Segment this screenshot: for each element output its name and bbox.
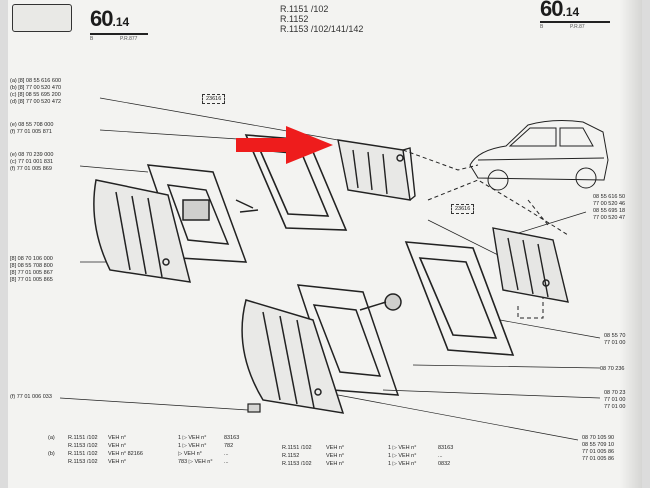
ref-tag-upper: 23616 bbox=[202, 94, 226, 104]
refs-right-mid: 08 55 70 77 01 00 bbox=[604, 333, 626, 346]
header-left-page: 60.14 bbox=[90, 6, 129, 32]
header-right-page: 60.14 bbox=[540, 0, 579, 22]
page-sub-left: .14 bbox=[112, 15, 130, 29]
refs-right-top: 08 55 616 50 77 00 520 46 08 55 695 18 7… bbox=[593, 194, 626, 221]
header-left-small-a: B bbox=[90, 36, 94, 42]
bulb-part bbox=[247, 403, 261, 413]
model-line-2: R.1152 bbox=[280, 14, 309, 24]
refs-mid-left-b: (e) 08 70 239 000 (c) 77 01 001 831 (f) … bbox=[10, 152, 54, 172]
refs-right-bottom: 08 70 105 90 08 55 709 10 77 01 005 86 7… bbox=[582, 435, 615, 462]
refs-top-left: (a) [8] 08 55 616 600 (b) [8] 77 00 520 … bbox=[10, 78, 62, 105]
refs-lower-left: [8] 08 70 106 000 [8] 08 55 708 800 [8] … bbox=[10, 256, 53, 283]
ref-tag-right: 23616 bbox=[451, 204, 475, 214]
refs-mid-left-a: (e) 08 55 708 000 (f) 77 01 005 871 bbox=[10, 122, 54, 135]
lens-left bbox=[93, 179, 192, 283]
page-edge-shadow bbox=[620, 0, 642, 488]
exploded-view-drawing bbox=[59, 97, 609, 441]
right-lamp bbox=[492, 227, 569, 303]
header-left-rule bbox=[90, 33, 148, 35]
model-line-3: R.1153 /102/141/142 bbox=[280, 24, 364, 34]
gasket-right bbox=[404, 241, 515, 356]
refs-bulb-left: (f) 77 01 006 033 bbox=[10, 394, 52, 400]
refs-right-lower: 08 70 23 77 01 00 77 01 00 bbox=[604, 390, 626, 410]
page-number-right: 60 bbox=[540, 0, 564, 21]
catalog-page: 60.14 B P.R.877 R.1151 /102 R.1152 R.115… bbox=[8, 0, 642, 488]
refs-right-mid2: 08 70 236 bbox=[600, 366, 625, 372]
upper-lamp bbox=[337, 139, 416, 201]
car-silhouette bbox=[469, 120, 609, 191]
header-left-thumb bbox=[12, 4, 72, 32]
model-line-1: R.1151 /102 bbox=[280, 4, 329, 14]
header-right-small-a: B bbox=[540, 24, 544, 30]
lens-lower bbox=[241, 299, 345, 414]
header-right-rule bbox=[540, 21, 610, 23]
header-right-small-b: P.R.87 bbox=[570, 24, 585, 30]
header-left-small-b: P.R.877 bbox=[120, 36, 138, 42]
page-number-left: 60 bbox=[90, 6, 114, 31]
header-models: R.1151 /102 R.1152 R.1153 /102/141/142 bbox=[280, 4, 363, 34]
page-sub-right: .14 bbox=[562, 5, 580, 19]
red-arrow bbox=[236, 126, 333, 164]
